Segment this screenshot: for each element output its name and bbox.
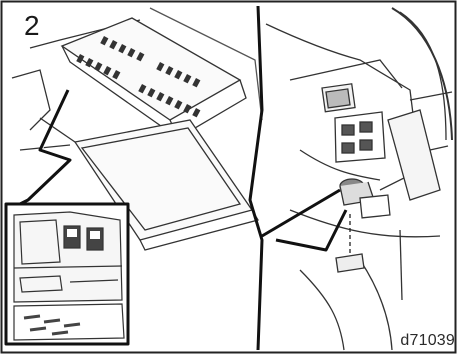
- figure-number: 2: [24, 12, 40, 40]
- figure-code: d71039: [400, 332, 455, 350]
- panel-divider: [250, 6, 262, 350]
- detail-callout: [6, 90, 128, 344]
- dashboard-panel: [262, 8, 452, 350]
